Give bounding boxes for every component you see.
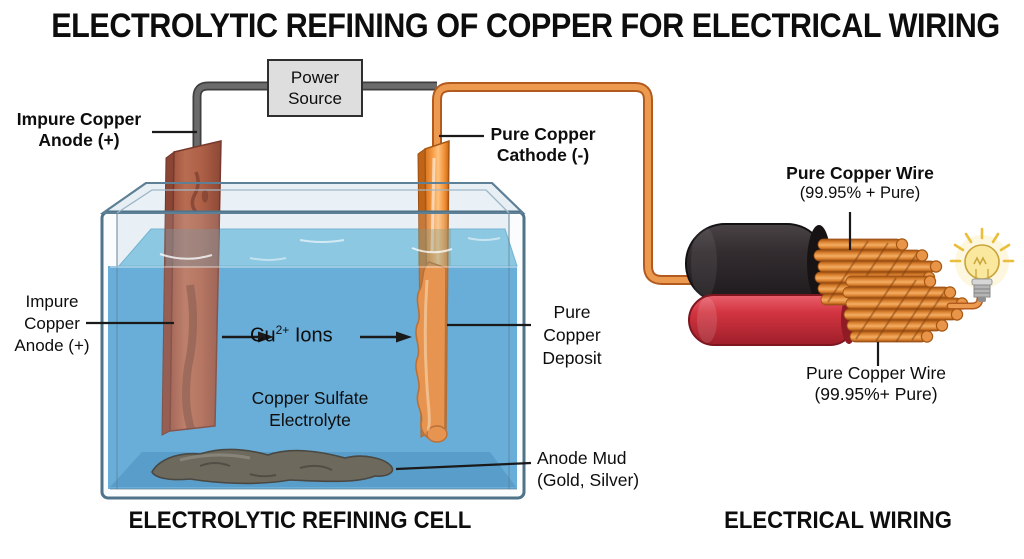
diagram-title: ELECTROLYTIC REFINING OF COPPER FOR ELEC… (51, 7, 1000, 45)
deposit-label-line1: Pure (553, 302, 591, 322)
copper-strands-bottom (842, 275, 969, 343)
cathode-label-line2: Cathode (-) (496, 144, 590, 165)
anode-side-label-line2: Copper (24, 313, 80, 333)
ion-arrow-left (222, 331, 274, 343)
pure-wire-bottom-line2: (99.95%+ Pure) (814, 383, 938, 404)
power-source-box: Power Source (267, 59, 363, 117)
red-cable (688, 294, 857, 346)
glass-tank (100, 182, 526, 500)
leader-lines (86, 130, 880, 471)
copper-ions-label: Cu2+ Ions (250, 323, 370, 348)
ions-charge: 2+ (275, 323, 290, 337)
power-source-label: Power Source (288, 67, 342, 108)
black-cable (685, 223, 831, 304)
orange-wire (432, 82, 697, 285)
anode-side-label-line1: Impure (25, 292, 79, 311)
electrical-wiring (685, 223, 1015, 346)
cathode-terminal-label: Pure Copper Cathode (-) (482, 124, 604, 165)
pure-wire-bottom-line1: Pure Copper Wire (805, 363, 947, 383)
anode-side-label: Impure Copper Anode (+) (10, 291, 94, 356)
pure-wire-top-label: Pure Copper Wire (99.95% + Pure) (760, 163, 960, 203)
electrolyte-label-line1: Copper Sulfate (251, 388, 369, 408)
anode-terminal-label-line1: Impure Copper (16, 109, 142, 129)
deposit-label: Pure Copper Deposit (532, 301, 612, 369)
cathode-label-line1: Pure Copper (490, 124, 596, 144)
cell-caption: ELECTROLYTIC REFINING CELL (128, 507, 472, 534)
anode-mud (151, 448, 394, 485)
leader-anode-mud (395, 461, 532, 471)
gray-wire (192, 81, 437, 150)
ion-arrow-right (360, 331, 412, 343)
anode-terminal-label: Impure Copper Anode (+) (4, 109, 154, 150)
anode-terminal-label-line2: Anode (+) (38, 129, 120, 150)
pure-wire-bottom-label: Pure Copper Wire (99.95%+ Pure) (784, 363, 968, 404)
ions-base: Cu (250, 324, 276, 347)
deposit-label-line2: Copper (543, 324, 601, 345)
pure-wire-top-line1: Pure Copper Wire (786, 163, 934, 183)
electrolyte-label-line2: Electrolyte (269, 409, 351, 430)
ions-word: Ions (289, 324, 333, 347)
anode-mud-label-line2: (Gold, Silver) (537, 469, 640, 490)
pure-wire-top-line2: (99.95% + Pure) (799, 183, 921, 202)
deposit-label-line3: Deposit (542, 347, 602, 368)
pure-copper-deposit (415, 261, 448, 443)
electrolyte-label: Copper Sulfate Electrolyte (236, 388, 384, 432)
light-bulb-icon (949, 227, 1015, 302)
ion-flow-arrows (222, 331, 412, 343)
electrolytic-cell (99, 81, 697, 500)
wiring-caption: ELECTRICAL WIRING (724, 507, 952, 534)
anode-side-label-line3: Anode (+) (14, 335, 90, 355)
anode-mud-label: Anode Mud (Gold, Silver) (537, 448, 677, 492)
anode-mud-label-line1: Anode Mud (537, 448, 627, 468)
